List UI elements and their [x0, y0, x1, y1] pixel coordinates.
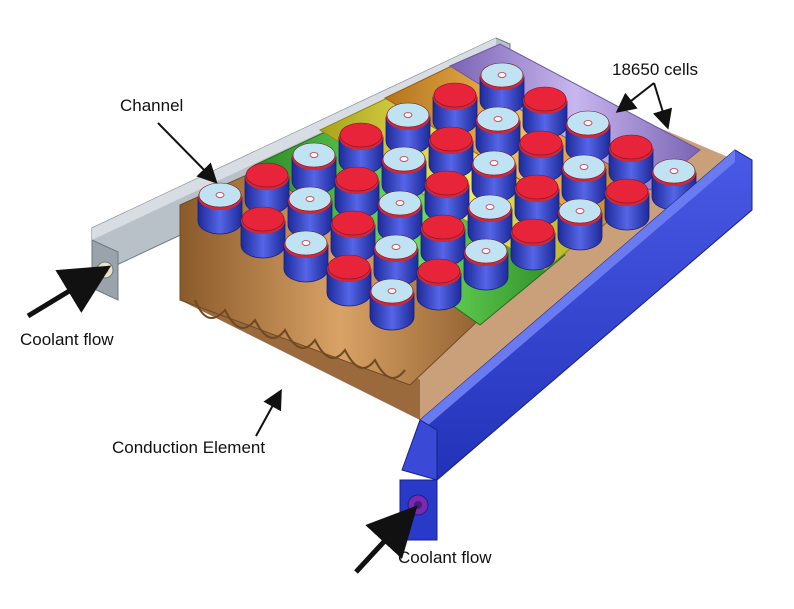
battery-cell [385, 102, 431, 155]
battery-cell [471, 150, 517, 203]
battery-cell [604, 178, 650, 231]
cells-label: 18650 cells [612, 60, 699, 79]
battery-cell [428, 126, 474, 179]
battery-cell [467, 194, 513, 247]
battery-cell [338, 122, 384, 175]
battery-cell [197, 182, 243, 235]
battery-cell [510, 218, 556, 271]
battery-cell [463, 238, 509, 291]
coolant-flow-right-label: Coolant flow [398, 548, 492, 567]
battery-cell [291, 142, 337, 195]
battery-cell [475, 106, 521, 159]
battery-cell [240, 206, 286, 259]
arrow-icon [652, 82, 673, 130]
battery-cell [377, 190, 423, 243]
arrow-icon [157, 122, 218, 184]
arrow-icon [615, 82, 655, 113]
conduction-element-label: Conduction Element [112, 438, 266, 457]
arrow-icon [255, 388, 282, 437]
battery-cell [381, 146, 427, 199]
battery-cell [608, 134, 654, 187]
arrow-icon [26, 265, 112, 319]
battery-cell [416, 258, 462, 311]
battery-cell [334, 166, 380, 219]
battery-cell [244, 162, 290, 215]
channel-label: Channel [120, 96, 184, 115]
battery-cell [522, 86, 568, 139]
battery-cell [420, 214, 466, 267]
coolant-flow-left-label: Coolant flow [20, 330, 114, 349]
battery-cell [330, 210, 376, 263]
battery-cell [287, 186, 333, 239]
cells-group [197, 62, 697, 331]
battery-cell [369, 278, 415, 331]
battery-cell [432, 82, 478, 135]
battery-cell [557, 198, 603, 251]
battery-cell [565, 110, 611, 163]
battery-cell [479, 62, 525, 115]
battery-cell [326, 254, 372, 307]
battery-cell [561, 154, 607, 207]
battery-cell [518, 130, 564, 183]
battery-cell [514, 174, 560, 227]
battery-cell [283, 230, 329, 283]
battery-cell [424, 170, 470, 223]
battery-cell [373, 234, 419, 287]
arrow-icon [354, 505, 418, 574]
